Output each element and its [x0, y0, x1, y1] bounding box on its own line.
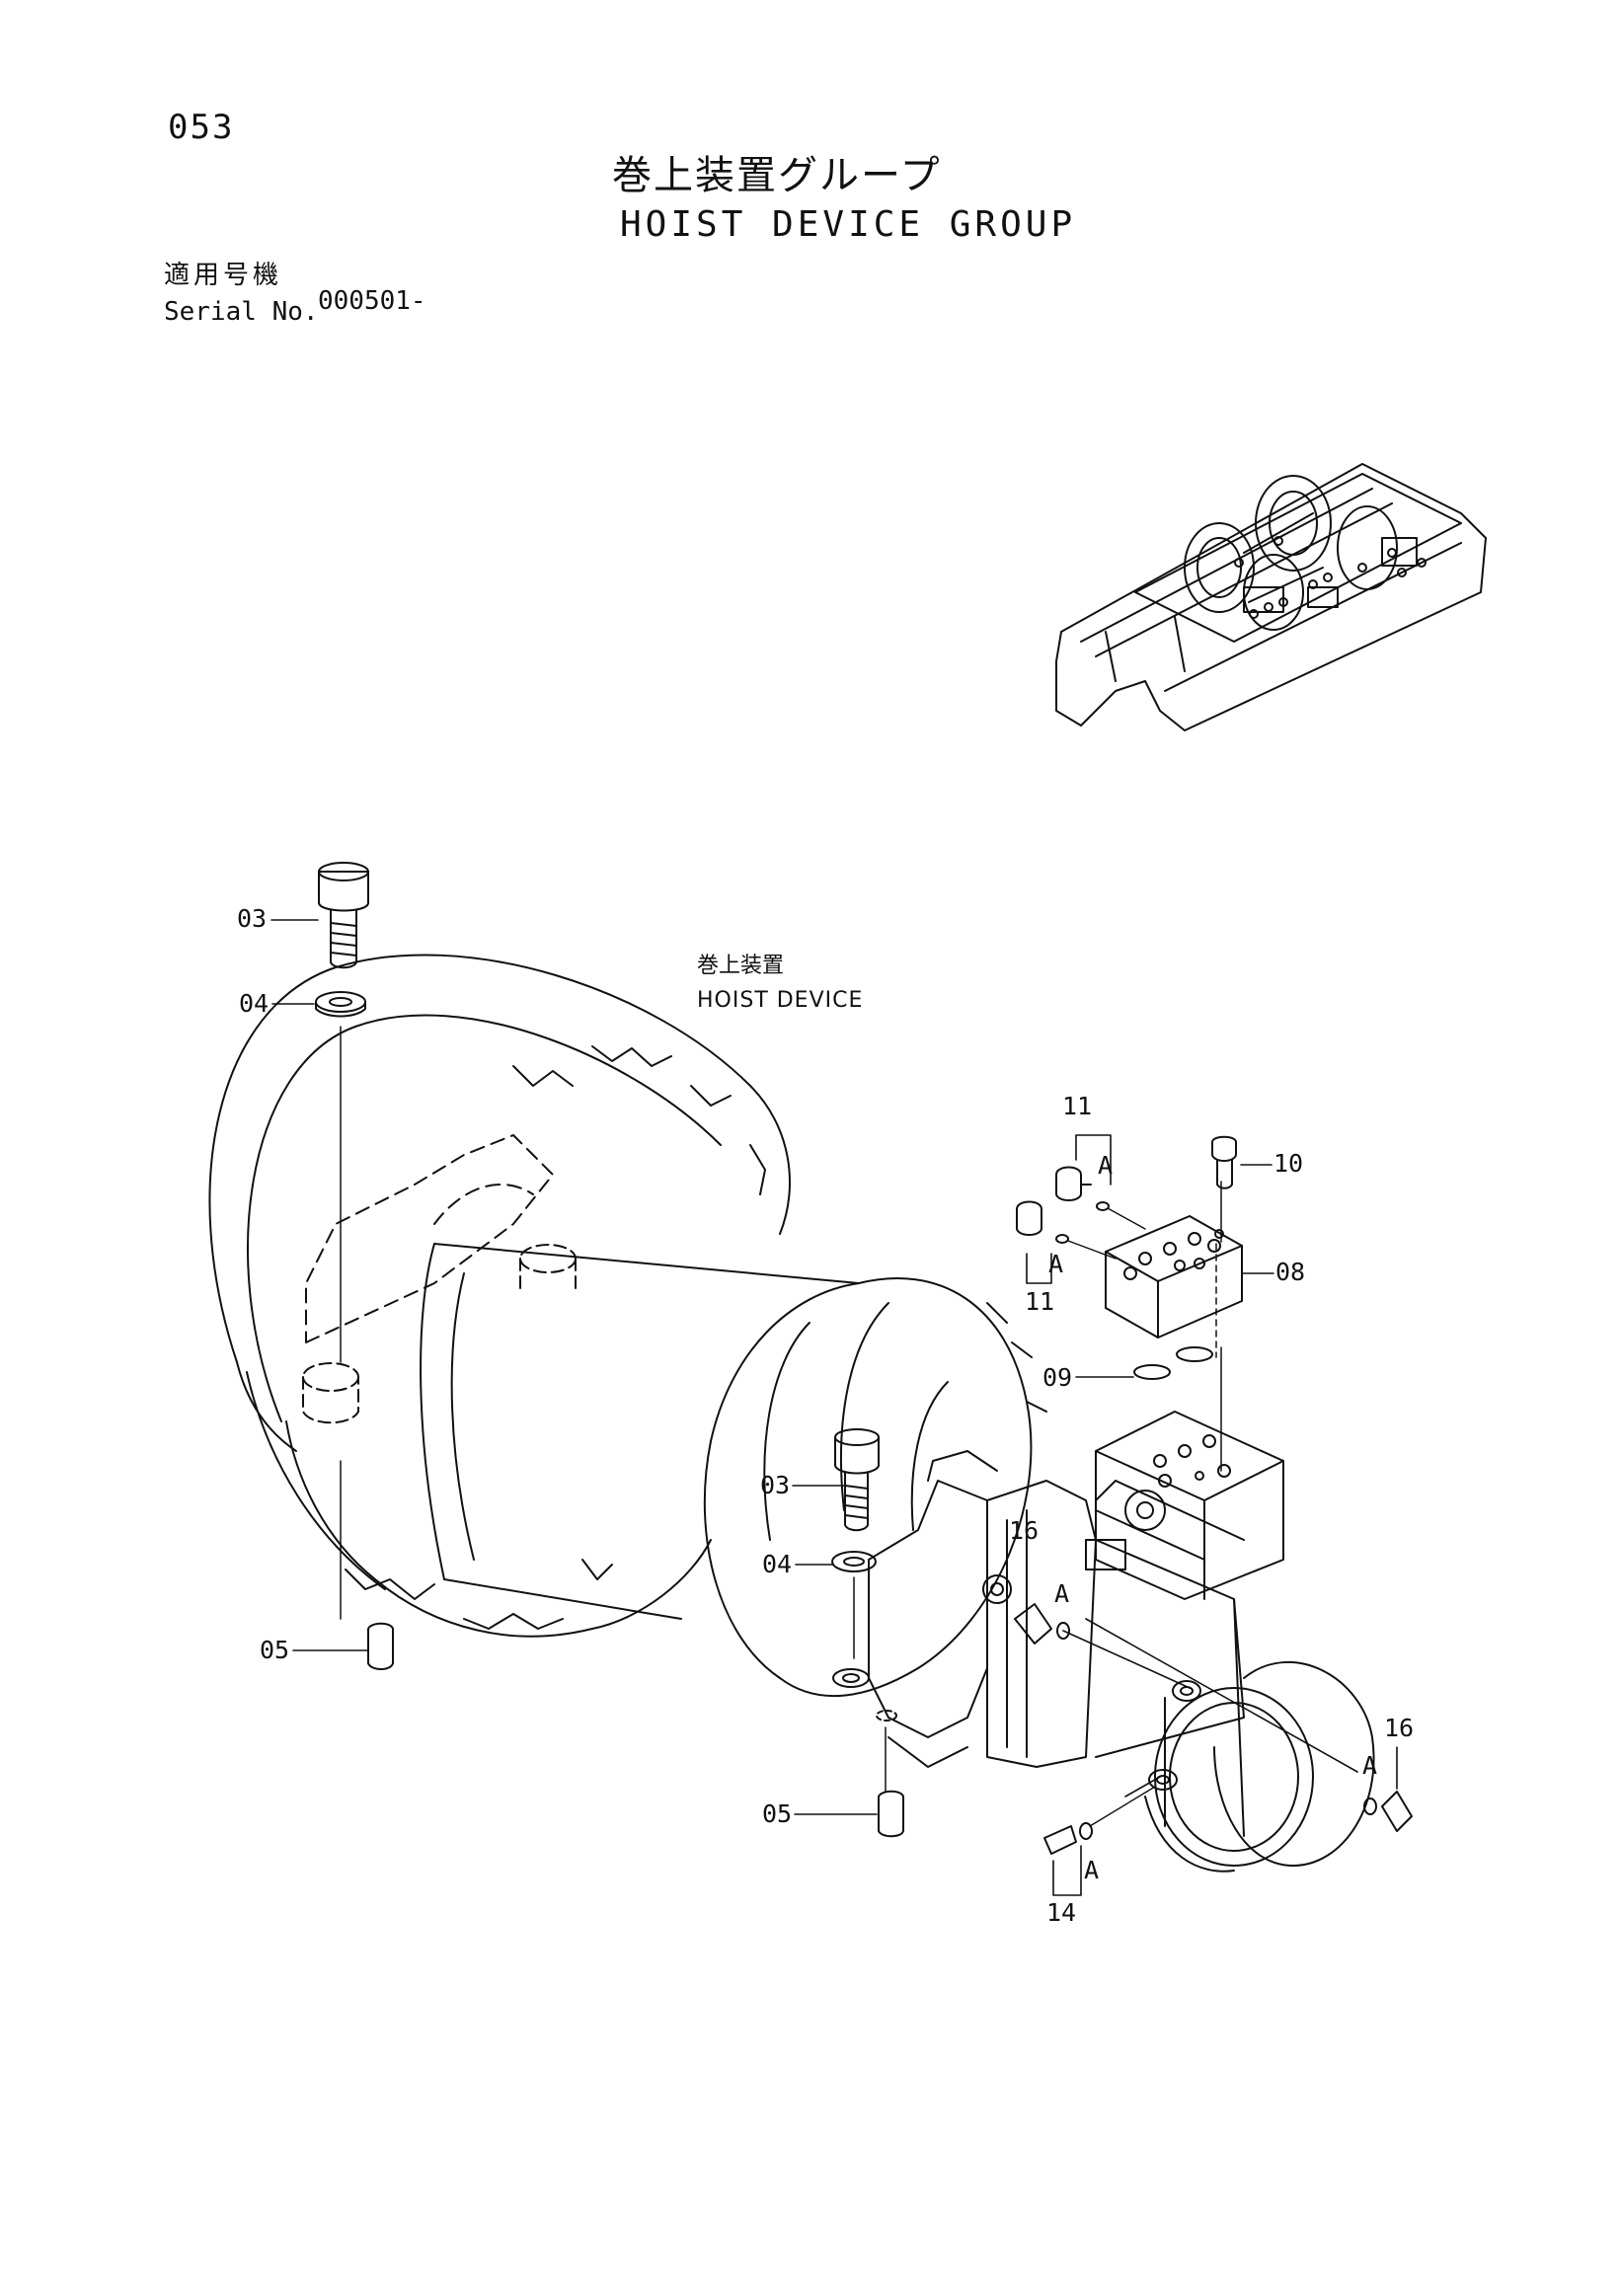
callout-04-lower: 04 [762, 1550, 793, 1578]
valve-block-08 [1106, 1182, 1242, 1471]
pin-05-upper [368, 1624, 393, 1669]
callout-16-right: 16 [1384, 1714, 1415, 1742]
mark-a-left: A [1054, 1579, 1070, 1608]
callout-11-lower: 11 [1025, 1287, 1055, 1316]
washer-04-upper [316, 992, 365, 1012]
pin-05-lower [879, 1792, 903, 1837]
mark-a-right: A [1362, 1751, 1378, 1780]
page-title-japanese: 巻上装置グループ [612, 153, 942, 198]
washer-04-lower [832, 1552, 876, 1571]
fitting-11-lower [1017, 1202, 1041, 1236]
page-number: 053 [168, 108, 235, 147]
callout-leaders [271, 920, 1397, 1895]
fitting-14 [1044, 1826, 1076, 1854]
hoist-drum [209, 955, 1046, 1696]
callout-05-upper: 05 [260, 1636, 290, 1664]
bolt-03-upper [319, 872, 368, 911]
serial-number-value: 000501- [318, 286, 426, 316]
callout-10: 10 [1273, 1149, 1304, 1178]
hardware [316, 863, 1412, 1854]
callout-03-lower: 03 [760, 1471, 791, 1499]
bolt-10 [1212, 1137, 1236, 1161]
page-title: HOIST DEVICE GROUP [620, 204, 1077, 245]
callout-16-left: 16 [1009, 1516, 1040, 1545]
fitting-11-upper [1056, 1168, 1081, 1201]
serial-label-japanese: 適用号機 [164, 261, 283, 290]
fitting-16-left [1015, 1604, 1051, 1644]
fitting-16-right [1382, 1792, 1412, 1831]
callout-04-upper: 04 [239, 989, 270, 1018]
serial-label: Serial No. [164, 297, 319, 327]
callout-05-lower: 05 [762, 1799, 793, 1828]
callout-14: 14 [1046, 1898, 1077, 1927]
callout-08: 08 [1275, 1258, 1306, 1286]
callout-11-upper: 11 [1062, 1092, 1093, 1120]
mark-a-bottom: A [1084, 1856, 1100, 1884]
assembly-label-japanese: 巻上装置 [697, 954, 785, 978]
mark-a-lower: A [1048, 1250, 1064, 1278]
callout-09: 09 [1042, 1363, 1073, 1392]
callout-03-upper: 03 [237, 904, 268, 933]
location-thumbnail [1056, 464, 1486, 730]
assembly-label: HOIST DEVICE [697, 988, 864, 1013]
hoist-motor [833, 1412, 1374, 1872]
mark-a-upper: A [1098, 1151, 1114, 1180]
